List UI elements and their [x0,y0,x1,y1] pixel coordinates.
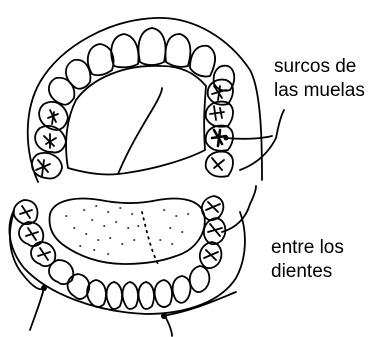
upper-gum-outline [28,18,262,182]
between-teeth-pointer [222,186,256,232]
upper-tooth [66,60,90,89]
lower-gum-outline [9,210,245,314]
lower-molar-groove [26,228,38,240]
floss-knot [41,285,47,291]
label-molar-grooves-line2: las muelas [274,79,365,103]
palate-outline [66,66,206,175]
lower-tooth [87,280,106,307]
upper-molar-groove [212,158,224,170]
tongue [50,199,205,264]
label-molar-grooves: surcos de las muelas [274,55,365,103]
upper-molar-groove [48,110,58,124]
upper-molar-groove [210,106,224,120]
lower-molar-groove [204,250,218,260]
lower-tooth [155,280,172,307]
upper-tooth [139,28,166,65]
palate-midline [118,88,162,174]
lower-tooth [107,282,122,309]
upper-tooth [49,78,74,105]
tongue-groove [142,212,158,264]
molar-grooves-marker [224,136,229,141]
label-between-teeth: entre los dientes [271,236,344,284]
upper-tooth [88,44,114,75]
lower-tooth [173,276,191,303]
floss-thread-left-hook [30,288,44,330]
upper-tooth [214,66,235,91]
lower-molar-groove [38,248,50,260]
upper-tooth [166,34,191,67]
floss-knot [161,313,167,319]
label-between-teeth-line1: entre los [271,236,344,260]
upper-arch [28,18,262,182]
upper-molar-groove [212,86,226,100]
label-between-teeth-line2: dientes [271,260,344,284]
floss-thread-bottom-tail [166,318,172,336]
lower-tooth [49,260,73,284]
upper-molar-groove [36,160,50,176]
lower-tooth [68,274,90,299]
lower-molar-groove [208,224,222,236]
lower-molar-groove [20,206,32,218]
molar-grooves-pointer [226,110,284,170]
tongue-texture [66,206,189,254]
lower-tooth [139,282,154,309]
lower-tooth [123,282,138,309]
lower-tooth [190,266,210,292]
upper-molar-groove [44,134,56,148]
lower-molar-groove [206,202,220,212]
lower-arch [9,196,245,314]
upper-tooth [190,46,215,77]
upper-tooth [111,34,138,67]
label-molar-grooves-line1: surcos de [274,55,365,79]
